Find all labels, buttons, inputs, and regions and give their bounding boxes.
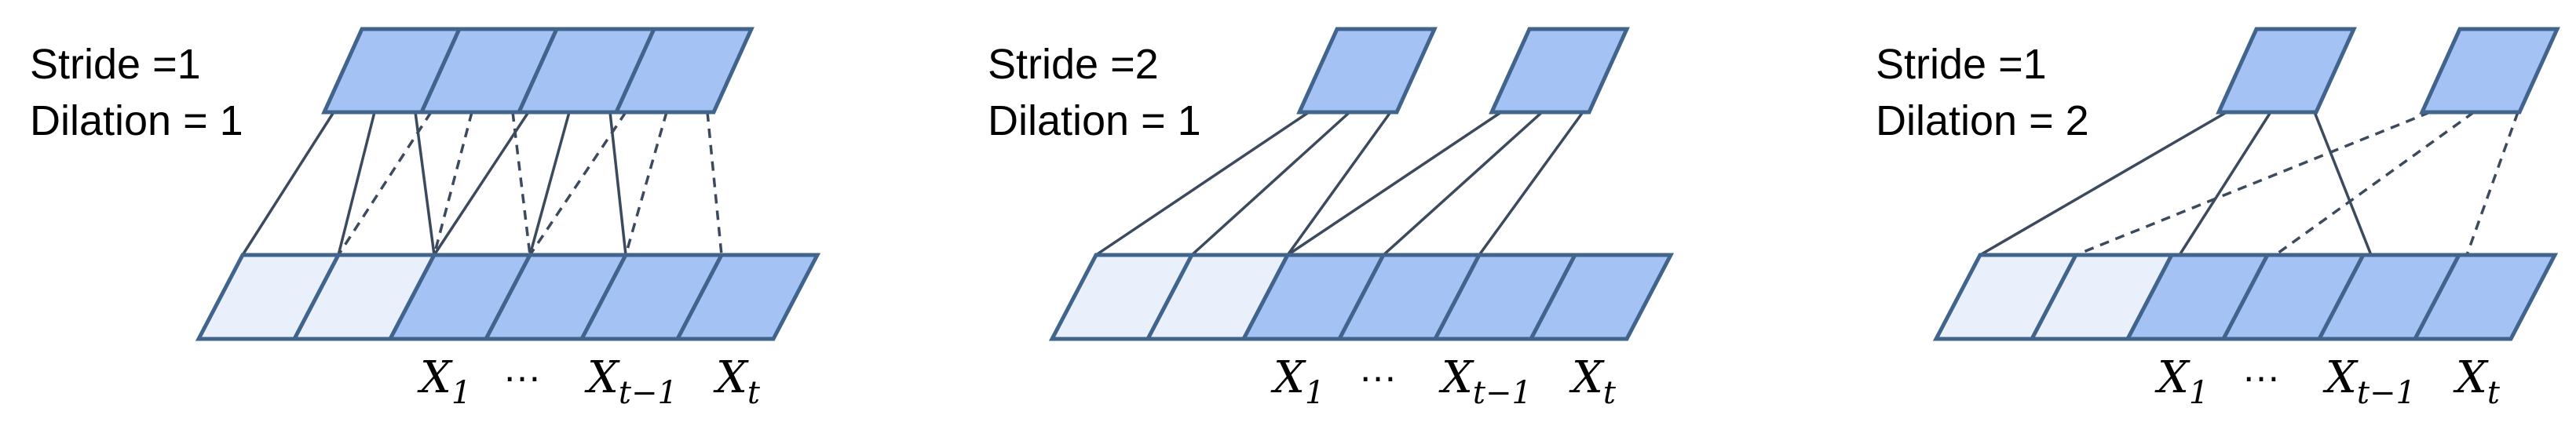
input-row [195,253,821,341]
connection-line [433,111,473,256]
label-x-t: Xt [1569,352,1617,411]
output-cell [1489,27,1630,115]
panel-stride1-dilation1: Stride =1 Dilation = 1 X1 … Xt−1 Xt [30,27,821,411]
input-row [1048,253,1675,341]
connection-line [608,111,627,256]
output-cell [1296,27,1438,115]
dilation-label: Dilation = 2 [1876,97,2089,144]
input-row [1932,253,2559,341]
label-x-t-minus-1: Xt−1 [2322,352,2416,411]
connection-line [2274,111,2476,257]
connection-line [433,111,530,256]
connection-line [1478,111,1584,257]
connection-line [624,111,668,256]
connections [1095,111,1584,257]
output-row [1296,27,1630,115]
input-cell [1527,253,1675,341]
stride-label: Stride =1 [1876,41,2047,88]
label-ellipsis: … [1358,346,1398,390]
connection-line [2075,111,2431,257]
label-x1: X1 [417,352,471,411]
label-x-t: Xt [2453,352,2501,411]
connection-line [511,111,532,256]
connection-line [1287,111,1502,257]
label-ellipsis: … [502,346,542,390]
connection-line [241,111,335,256]
connection-line [2313,111,2373,256]
input-cell [2411,253,2559,341]
dilation-label: Dilation = 1 [30,97,243,144]
label-x-t-minus-1: Xt−1 [584,352,678,411]
label-ellipsis: … [2242,346,2281,390]
label-x-t: Xt [713,352,761,411]
panel-stride1-dilation2: Stride =1 Dilation = 2 X1 … Xt−1 Xt [1876,27,2560,411]
connections [1979,111,2519,257]
connection-line [1979,111,2227,257]
label-x-t-minus-1: Xt−1 [1438,352,1532,411]
input-cell [674,253,821,341]
connection-line [414,111,436,256]
connection-line [1190,111,1351,257]
connections [241,111,723,256]
output-row [321,27,755,115]
connection-line [528,111,627,256]
stride-label: Stride =1 [30,41,201,88]
connection-line [528,111,571,256]
connection-line [1095,111,1310,257]
connection-line [2178,111,2272,256]
output-cell [2216,27,2357,115]
output-row [2216,27,2560,115]
output-cell [2419,27,2560,115]
panel-stride2-dilation1: Stride =2 Dilation = 1 X1 … Xt−1 Xt [988,27,1675,411]
label-x1: X1 [2154,352,2209,411]
output-cell [613,27,755,115]
connection-line [337,111,433,256]
connection-line [1382,111,1544,257]
connection-line [1286,111,1392,257]
stride-label: Stride =2 [988,41,1159,88]
connection-line [706,111,723,256]
dilation-label: Dilation = 1 [988,97,1201,144]
connection-line [2465,111,2519,256]
connection-line [337,111,376,256]
label-x1: X1 [1270,352,1325,411]
